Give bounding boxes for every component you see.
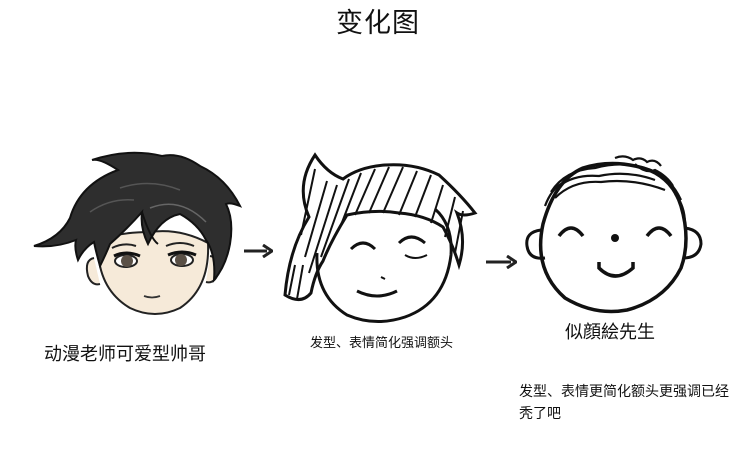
simplified-sketch-face-drawing [283,152,478,323]
stage-3-caption: 似顔絵先生 [565,322,655,343]
caricature-face-drawing [525,155,703,314]
arrow-right-icon [244,244,273,258]
diagram-title: 变化图 [336,8,420,39]
arrow-right-icon [486,255,517,269]
stage-3-note: 发型、表情更简化额头更强调已经秃了吧 [519,384,729,422]
anime-style-face-drawing [33,151,243,315]
stage-2-note: 发型、表情简化强调额头 [310,336,454,351]
stage-1-caption: 动漫老师可爱型帅哥 [44,344,206,365]
